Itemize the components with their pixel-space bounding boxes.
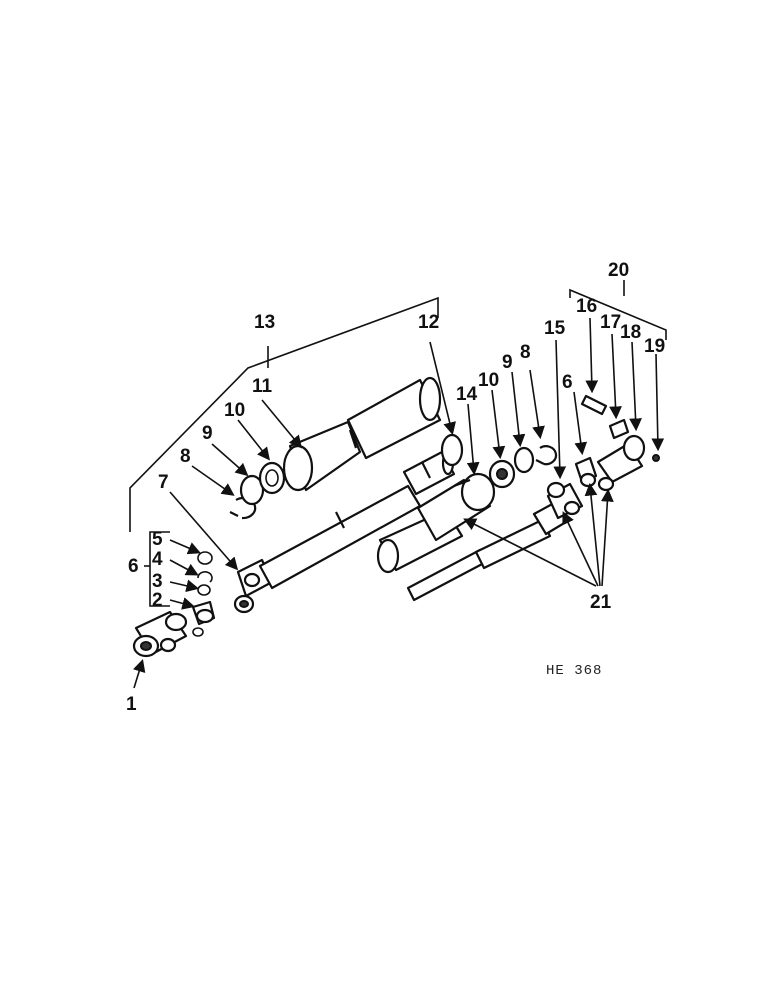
- right-shaft-assembly: [376, 394, 660, 602]
- callout-5: 5: [152, 529, 163, 550]
- cone-shield-11: [282, 376, 442, 492]
- cone-shield-14: [416, 472, 496, 542]
- inner-yoke-part: [233, 558, 274, 614]
- bearing-10-right: [488, 459, 516, 489]
- cross-kit-right: [574, 456, 598, 488]
- callout-11: 11: [252, 376, 273, 397]
- callout-10-right: 10: [478, 370, 499, 391]
- bearing-10-left: [258, 461, 286, 495]
- left-shaft-assembly: [132, 376, 464, 658]
- callout-9-right: 9: [502, 352, 513, 373]
- callout-6-left: 6: [128, 556, 139, 577]
- callout-19: 19: [644, 336, 665, 357]
- callout-18: 18: [620, 322, 641, 343]
- callout-8-left: 8: [180, 446, 191, 467]
- callout-10-left: 10: [224, 400, 245, 421]
- callout-6-right: 6: [562, 372, 573, 393]
- ring-9-left: [239, 474, 265, 506]
- callout-2: 2: [152, 590, 163, 611]
- end-yoke-part: [132, 610, 188, 658]
- callout-13: 13: [254, 312, 275, 333]
- yoke-lock-assembly: [580, 394, 660, 492]
- callout-12: 12: [418, 312, 439, 333]
- callout-3: 3: [152, 571, 163, 592]
- cross-bearing-kit: [191, 551, 216, 637]
- callout-4: 4: [152, 549, 163, 570]
- callout-15: 15: [544, 318, 566, 339]
- callout-16: 16: [576, 296, 597, 317]
- callout-21: 21: [590, 592, 612, 613]
- ring-9-right: [513, 446, 535, 474]
- leader-lines: [129, 280, 667, 689]
- callout-1: 1: [126, 694, 137, 715]
- seal-ring-12: [440, 433, 464, 467]
- callout-20: 20: [608, 260, 629, 281]
- callout-17: 17: [600, 312, 621, 333]
- callout-7: 7: [158, 472, 169, 493]
- callout-labels: 1 2 3 4 5 6 7 8 9 10 11 12 13 14 10 9 8 …: [126, 260, 665, 715]
- callout-14: 14: [456, 384, 478, 405]
- callout-8-right: 8: [520, 342, 531, 363]
- yoke-part-15: [546, 481, 584, 520]
- snap-ring-8-right: [535, 445, 558, 466]
- callout-9-left: 9: [202, 423, 213, 444]
- figure-code: HE 368: [546, 663, 602, 679]
